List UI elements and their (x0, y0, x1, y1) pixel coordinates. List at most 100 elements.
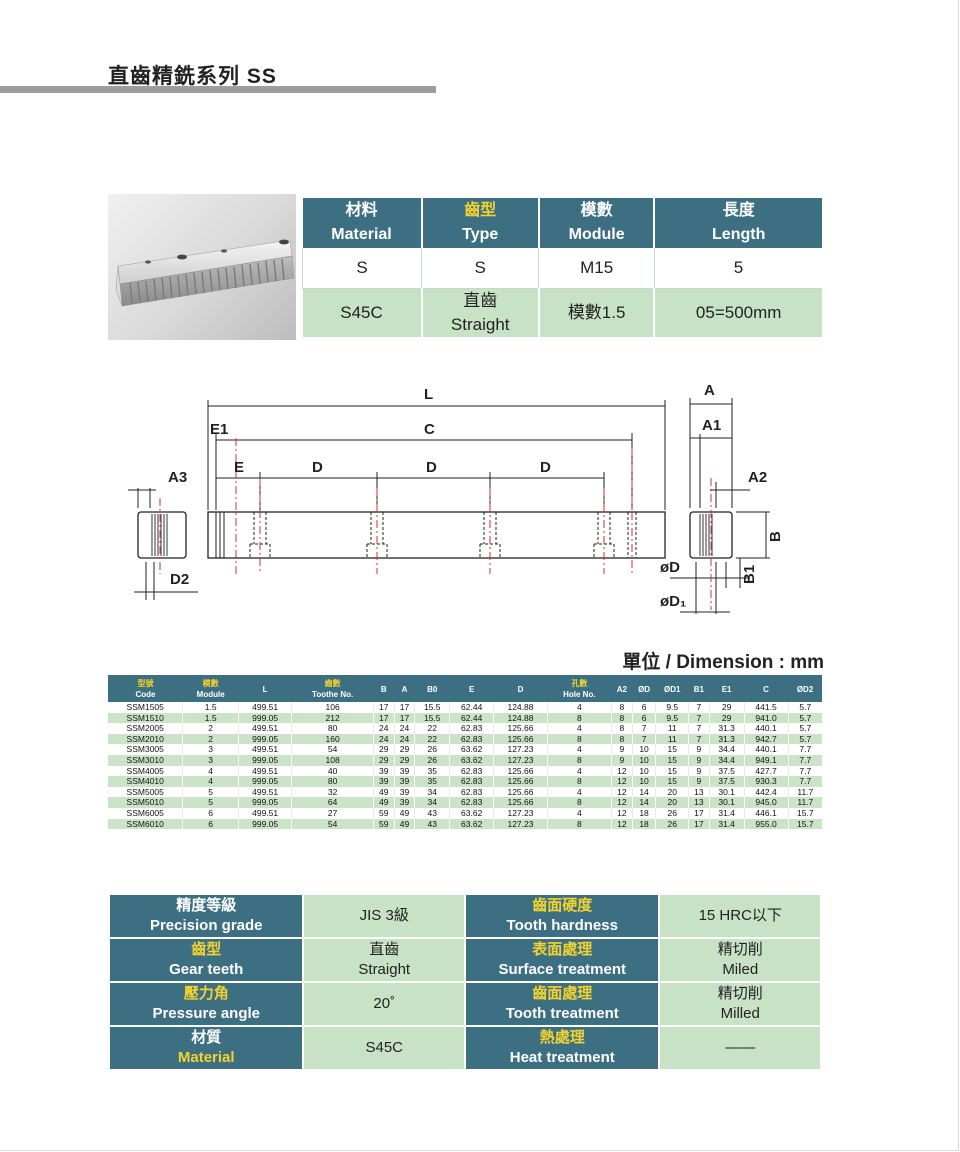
dimension-table-cell: 127.23 (493, 818, 548, 830)
dimension-col-header: E (449, 675, 494, 702)
dimension-table-cell: 80 (291, 723, 374, 734)
dimension-table-cell: 54 (291, 744, 374, 755)
dimension-table-cell: 62.83 (449, 786, 494, 798)
dimension-table-cell: 31.4 (708, 807, 744, 819)
dimension-table-cell: 62.83 (449, 765, 494, 777)
dimension-table-cell: 955.0 (743, 818, 789, 830)
property-value-tooth-hardness: 15 HRC以下 (658, 893, 822, 939)
dimension-table-cell: 125.66 (493, 786, 548, 798)
dimension-table-cell: 62.44 (449, 712, 494, 724)
dimension-table-cell: 62.83 (449, 797, 494, 808)
dimension-table-cell: 11 (655, 723, 689, 734)
dimension-table-cell: 17 (393, 712, 415, 724)
dimension-table-cell: 440.1 (743, 723, 789, 734)
dimension-table-cell: 13 (688, 797, 710, 808)
dimension-table-cell: 127.23 (493, 807, 548, 819)
dimension-table-cell: 499.51 (237, 702, 292, 713)
dimension-table-cell: 15.7 (787, 818, 822, 830)
dimension-table-cell: 9 (688, 776, 710, 787)
spec-code-length: 5 (653, 248, 822, 289)
dimension-table-cell: 12 (610, 797, 633, 808)
dimension-table-cell: 39 (393, 786, 415, 798)
dimension-table-cell: 49 (393, 807, 415, 819)
dimension-col-header: C (744, 675, 789, 702)
dimension-table-cell: 22 (414, 733, 450, 745)
dimension-table-cell: 125.66 (493, 797, 548, 808)
dimension-table-cell: 10 (631, 754, 656, 766)
dimension-col-header: D (493, 675, 548, 702)
dimension-table-cell: 8 (610, 723, 633, 734)
dimension-table-cell: 499.51 (237, 765, 292, 777)
spec-code-material: S (301, 248, 422, 289)
dimension-table-cell: SSM5010 (108, 797, 183, 808)
dimension-table-cell: 125.66 (493, 776, 548, 787)
dim-label-B1: B1 (741, 565, 758, 584)
dimension-col-header: B1 (688, 675, 710, 702)
dimension-table-cell: SSM4010 (108, 776, 183, 787)
dimension-table-cell: 2 (182, 733, 239, 745)
unit-label: 單位 / Dimension : mm (622, 652, 824, 673)
dimension-table-cell: 999.05 (237, 818, 292, 830)
dimension-table-cell: 930.3 (743, 776, 789, 787)
dim-label-E: E (234, 459, 244, 476)
dimension-table-cell: 63.62 (449, 744, 494, 755)
dim-label-B: B (767, 531, 784, 542)
dimension-col-header: E1 (709, 675, 744, 702)
dimension-table-cell: 49 (372, 797, 395, 808)
dimension-table-cell: 34 (414, 786, 450, 798)
dimension-table-cell: 49 (393, 818, 415, 830)
dimension-table-cell: 124.88 (493, 712, 548, 724)
dimension-table-cell: 7.7 (787, 765, 822, 777)
dimension-table-cell: SSM4005 (108, 765, 183, 777)
dimension-table-cell: 31.3 (708, 733, 744, 745)
dim-label-D-3: D (540, 459, 551, 476)
dimension-table-cell: 4 (546, 723, 612, 734)
dimension-table-cell: 10 (631, 776, 656, 787)
dimension-table-cell: 18 (631, 818, 656, 830)
dimension-col-header: L (238, 675, 292, 702)
dimension-table-cell: 6 (182, 818, 239, 830)
page-title: 直齒精銑系列 SS (108, 65, 277, 88)
dimension-table-cell: 3 (182, 754, 239, 766)
dimension-table-cell: 29 (393, 744, 415, 755)
dimension-table-cell: 127.23 (493, 754, 548, 766)
dimension-table-cell: 125.66 (493, 765, 548, 777)
dimension-table-cell: 499.51 (237, 807, 292, 819)
dimension-table-cell: 54 (291, 818, 374, 830)
dimension-table-cell: 4 (182, 765, 239, 777)
dimension-table-cell: SSM6010 (108, 818, 183, 830)
dimension-table-cell: 14 (631, 786, 656, 798)
dimension-table-cell: 12 (610, 818, 633, 830)
dim-label-A3: A3 (168, 469, 187, 486)
dimension-table-cell: 499.51 (237, 786, 292, 798)
dimension-table-cell: 6 (182, 807, 239, 819)
dimension-table-cell: 106 (291, 702, 374, 713)
dimension-table-cell: 15 (655, 744, 689, 755)
dimension-table-cell: 59 (372, 818, 395, 830)
dimension-table-cell: 999.05 (237, 733, 292, 745)
dimension-table-cell: 40 (291, 765, 374, 777)
dimension-table-cell: 43 (414, 818, 450, 830)
dimension-table-cell: 8 (610, 733, 633, 745)
dimension-table-cell: SSM2010 (108, 733, 183, 745)
dim-label-L: L (424, 386, 433, 403)
dimension-table-cell: 15 (655, 776, 689, 787)
dimension-table-cell: 10 (631, 765, 656, 777)
property-value-pressure-angle: 20˚ (302, 981, 467, 1027)
dimension-table-cell: 7 (688, 712, 710, 724)
technical-drawing: L E1 C E D D D A3 D2 A A1 A2 B B1 øD øD₁ (128, 382, 784, 614)
